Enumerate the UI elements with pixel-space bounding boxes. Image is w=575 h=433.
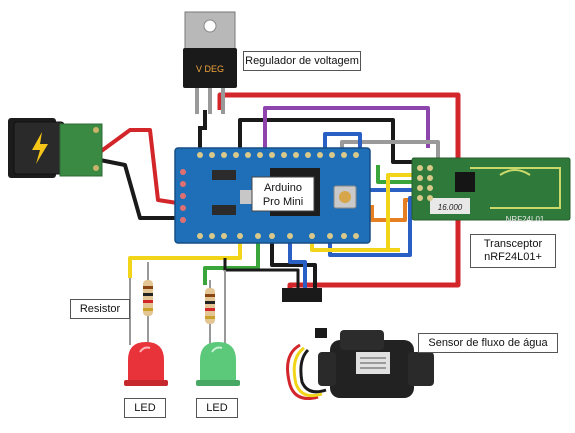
wire-black-right	[238, 118, 430, 164]
wire-yellow-led	[128, 240, 242, 278]
board-component	[212, 205, 236, 215]
transceiver-label-line2: nRF24L01+	[484, 251, 542, 263]
wire-blue-rf	[323, 132, 415, 192]
flow-sensor-label: Sensor de fluxo de água	[418, 333, 558, 353]
board-component	[240, 190, 252, 204]
led-green	[196, 342, 240, 386]
led-right-label: LED	[196, 398, 238, 418]
led-red	[124, 342, 168, 386]
wire-black-top	[198, 110, 207, 150]
rf-chip	[455, 172, 475, 192]
resistor-left	[143, 262, 153, 345]
rf-module: 16.000 NRF24L01	[411, 157, 571, 224]
resistor-label: Resistor	[70, 299, 130, 319]
led-left-label: LED	[124, 398, 166, 418]
arduino-label-line1: Arduino	[264, 182, 302, 194]
wire-black-jack	[99, 158, 190, 220]
transceiver-label-line1: Transceptor	[483, 238, 543, 250]
board-component	[212, 170, 236, 180]
sensor-connector	[282, 288, 322, 302]
wire-black-bottom	[223, 258, 300, 290]
reset-button-cap	[339, 191, 351, 203]
regulator-label: Regulador de voltagem	[243, 51, 361, 71]
arduino-label-box	[251, 176, 315, 212]
wire-green-led	[203, 240, 260, 285]
wire-gray	[340, 140, 440, 172]
resistor-right	[205, 280, 215, 345]
transceiver-label: Transceptor nRF24L01+	[470, 234, 556, 268]
wire-red-jack	[98, 128, 191, 207]
lightning-bolt-icon	[32, 132, 48, 164]
rf-crystal	[430, 198, 470, 214]
wire-black-led	[270, 240, 317, 290]
regulator-marking: V DEG	[196, 64, 224, 74]
water-flow-sensor	[286, 328, 434, 400]
rf-module-text: NRF24L01	[506, 215, 545, 224]
arduino-pro-mini: Arduino Pro Mini	[174, 147, 371, 244]
rf-module-number: 16.000	[438, 203, 463, 212]
arduino-left-pins	[180, 169, 186, 223]
voltage-regulator: V DEG	[183, 11, 237, 114]
arduino-bottom-pins	[197, 233, 359, 239]
wire-purple	[263, 106, 430, 150]
arduino-label-line2: Pro Mini	[263, 196, 303, 208]
power-jack	[8, 118, 103, 178]
wire-blue-bottom	[288, 240, 307, 290]
arduino-top-pins	[197, 152, 359, 158]
